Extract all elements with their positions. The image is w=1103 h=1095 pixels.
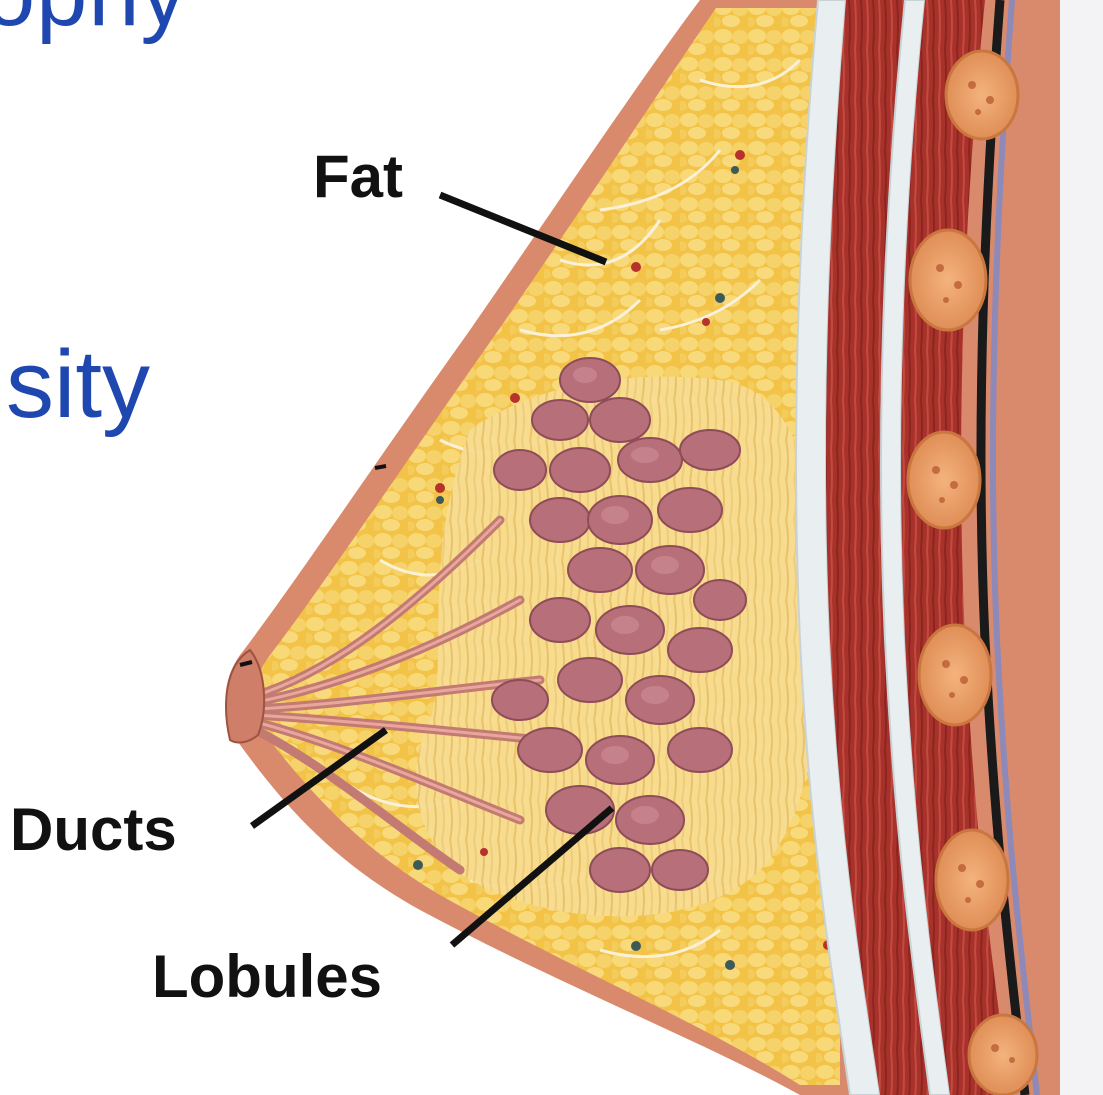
label-ducts: Ducts [10, 795, 177, 864]
label-fat: Fat [313, 142, 403, 211]
label-lobules: Lobules [152, 942, 382, 1011]
